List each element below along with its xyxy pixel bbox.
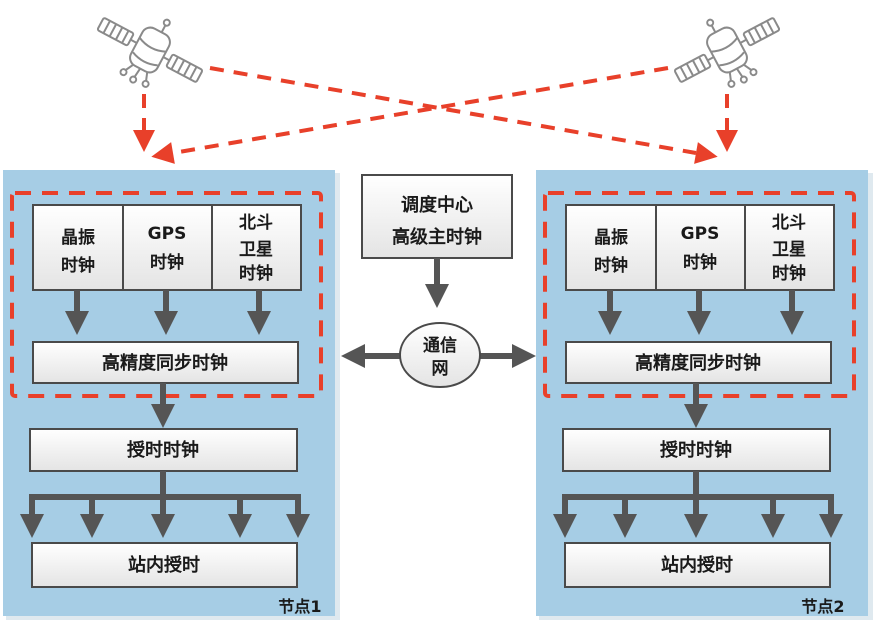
- control-center-label: 调度中心: [401, 194, 473, 216]
- station-timing-box: [564, 542, 831, 588]
- beidou-clock-label: 北斗: [772, 213, 806, 233]
- satellite-icon: [673, 17, 781, 88]
- clock-source-group-outline: [10, 191, 323, 398]
- network-label: 通信: [423, 335, 457, 356]
- sync-clock-box: [32, 341, 299, 384]
- beidou-clock-label: 时钟: [772, 263, 806, 284]
- communication-network: 通信 网: [399, 322, 481, 388]
- timing-clock-label: 授时时钟: [127, 439, 199, 461]
- satellite-1-to-node-2-signal-arrow: [209, 66, 718, 164]
- control-center: 调度中心 高级主时钟: [361, 174, 513, 259]
- timing-clock-box: [29, 428, 298, 472]
- node-label: 节点1: [278, 597, 321, 616]
- gps-clock-label: 时钟: [150, 252, 184, 273]
- crystal-clock-label: 晶振: [61, 227, 95, 248]
- beidou-clock-box: [744, 204, 835, 291]
- timing-clock-label: 授时时钟: [660, 439, 732, 461]
- station-timing-label: 站内授时: [661, 554, 733, 576]
- gps-clock-box: [122, 204, 213, 291]
- beidou-clock-label: 时钟: [239, 263, 273, 284]
- beidou-clock-box: [211, 204, 302, 291]
- network-ellipse: [399, 322, 481, 388]
- gps-clock-box: [655, 204, 746, 291]
- station-timing-label: 站内授时: [128, 554, 200, 576]
- master-clock-label: 高级主时钟: [392, 226, 482, 248]
- gps-clock-label: 时钟: [683, 252, 717, 273]
- beidou-clock-label: 卫星: [772, 240, 806, 260]
- satellite-icon: [96, 17, 204, 88]
- node-1: 晶振 时钟 GPS 时钟 北斗 卫星 时钟 高精度同步时钟 授时时钟 站内授时 …: [3, 170, 340, 620]
- node-label: 节点2: [801, 597, 844, 616]
- control-center-box: [361, 174, 513, 259]
- sync-clock-label: 高精度同步时钟: [102, 352, 228, 374]
- gps-clock-label: GPS: [148, 224, 187, 244]
- beidou-clock-label: 北斗: [239, 213, 273, 233]
- station-timing-box: [31, 542, 298, 588]
- sync-clock-box: [565, 341, 832, 384]
- satellite-2-to-node-1-signal-arrow: [151, 66, 669, 164]
- gps-clock-label: GPS: [681, 224, 720, 244]
- beidou-clock-label: 卫星: [239, 240, 273, 260]
- network-label: 网: [432, 359, 449, 379]
- sync-clock-label: 高精度同步时钟: [635, 352, 761, 374]
- crystal-clock-label: 时钟: [61, 255, 95, 276]
- clock-source-group-outline: [543, 191, 856, 398]
- crystal-clock-label: 时钟: [594, 255, 628, 276]
- node-2: 晶振 时钟 GPS 时钟 北斗 卫星 时钟 高精度同步时钟 授时时钟 站内授时 …: [536, 170, 873, 620]
- crystal-clock-label: 晶振: [594, 227, 628, 248]
- timing-clock-box: [562, 428, 831, 472]
